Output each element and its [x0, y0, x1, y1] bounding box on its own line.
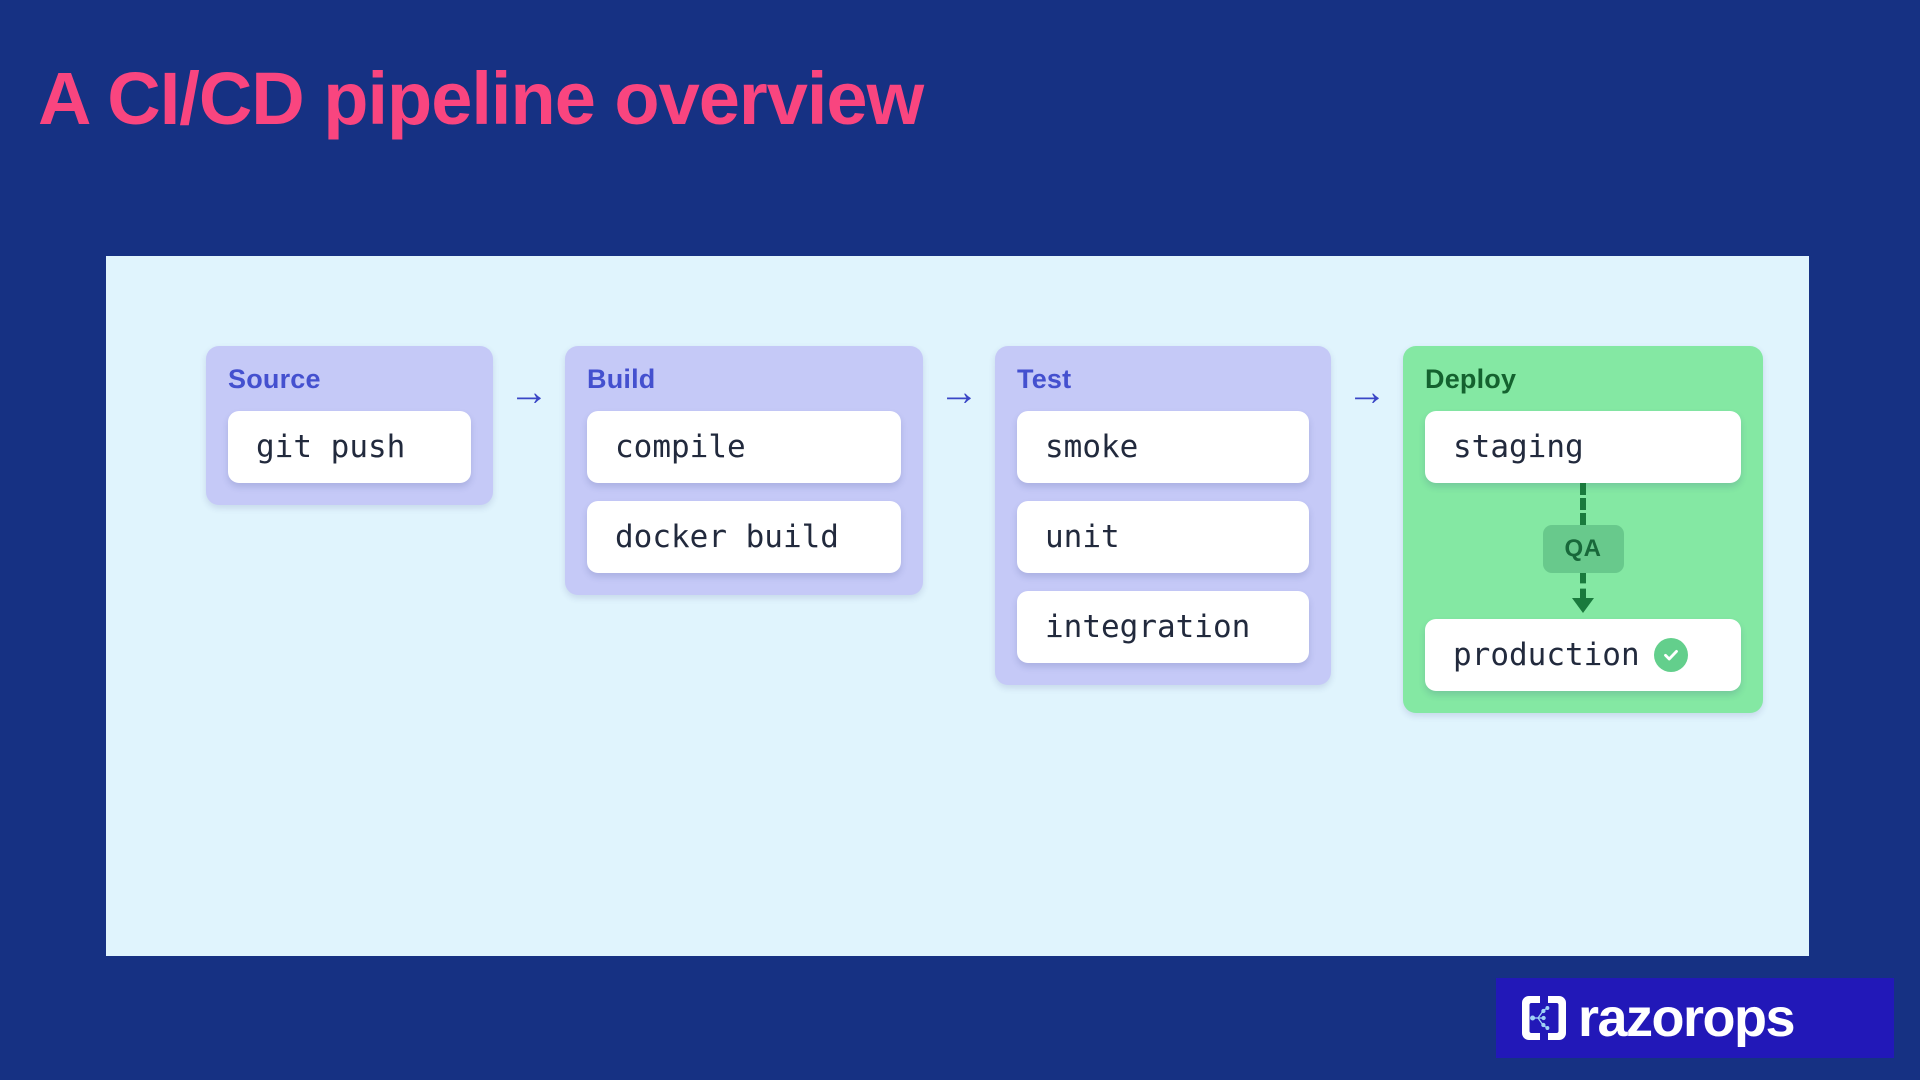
dashed-connector-lower [1580, 573, 1586, 599]
arrow-right-icon: → [939, 370, 979, 414]
stage-items-source: git push [228, 411, 471, 483]
arrow-right-icon: → [509, 370, 549, 414]
stage-card-deploy[interactable]: Deploy staging QA production [1403, 346, 1763, 713]
step-label: git push [256, 429, 406, 465]
page-title: A CI/CD pipeline overview [38, 57, 924, 140]
stage-items-deploy: staging QA production [1425, 411, 1741, 691]
step-label: docker build [615, 519, 839, 555]
stage-title-deploy: Deploy [1425, 364, 1517, 394]
stage-items-build: compile docker build [587, 411, 901, 573]
pipeline-step-staging[interactable]: staging [1425, 411, 1741, 483]
diagram-canvas: Source git push → Build compile docker b… [106, 256, 1809, 956]
stage-card-source[interactable]: Source git push [206, 346, 493, 505]
stage-card-build[interactable]: Build compile docker build [565, 346, 923, 595]
pipeline-step-production[interactable]: production [1425, 619, 1741, 691]
step-label: compile [615, 429, 746, 465]
arrow-down-icon [1572, 598, 1594, 613]
step-label: unit [1045, 519, 1120, 555]
stage-title-source: Source [228, 364, 321, 394]
pipeline-step-integration[interactable]: integration [1017, 591, 1309, 663]
stage-items-test: smoke unit integration [1017, 411, 1309, 663]
step-label: staging [1453, 429, 1584, 465]
pipeline-step-compile[interactable]: compile [587, 411, 901, 483]
stage-title-build: Build [587, 364, 656, 394]
pipeline-step-unit[interactable]: unit [1017, 501, 1309, 573]
razorops-wordmark: razorops [1578, 988, 1796, 1048]
pipeline-step-git-push[interactable]: git push [228, 411, 471, 483]
pipeline-flow: Source git push → Build compile docker b… [206, 346, 1763, 713]
pipeline-step-docker-build[interactable]: docker build [587, 501, 901, 573]
qa-gate-badge[interactable]: QA [1542, 525, 1624, 573]
pipeline-step-smoke[interactable]: smoke [1017, 411, 1309, 483]
stage-title-test: Test [1017, 364, 1072, 394]
stage-card-test[interactable]: Test smoke unit integration [995, 346, 1331, 685]
dashed-connector-upper [1580, 483, 1586, 525]
arrow-right-icon: → [1347, 370, 1387, 414]
step-label: smoke [1045, 429, 1139, 465]
success-check-icon [1653, 638, 1688, 672]
step-label: integration [1045, 609, 1251, 645]
razorops-bracket-icon [1518, 992, 1574, 1044]
step-label: production [1453, 637, 1640, 673]
razorops-logo[interactable]: razorops [1496, 978, 1894, 1058]
